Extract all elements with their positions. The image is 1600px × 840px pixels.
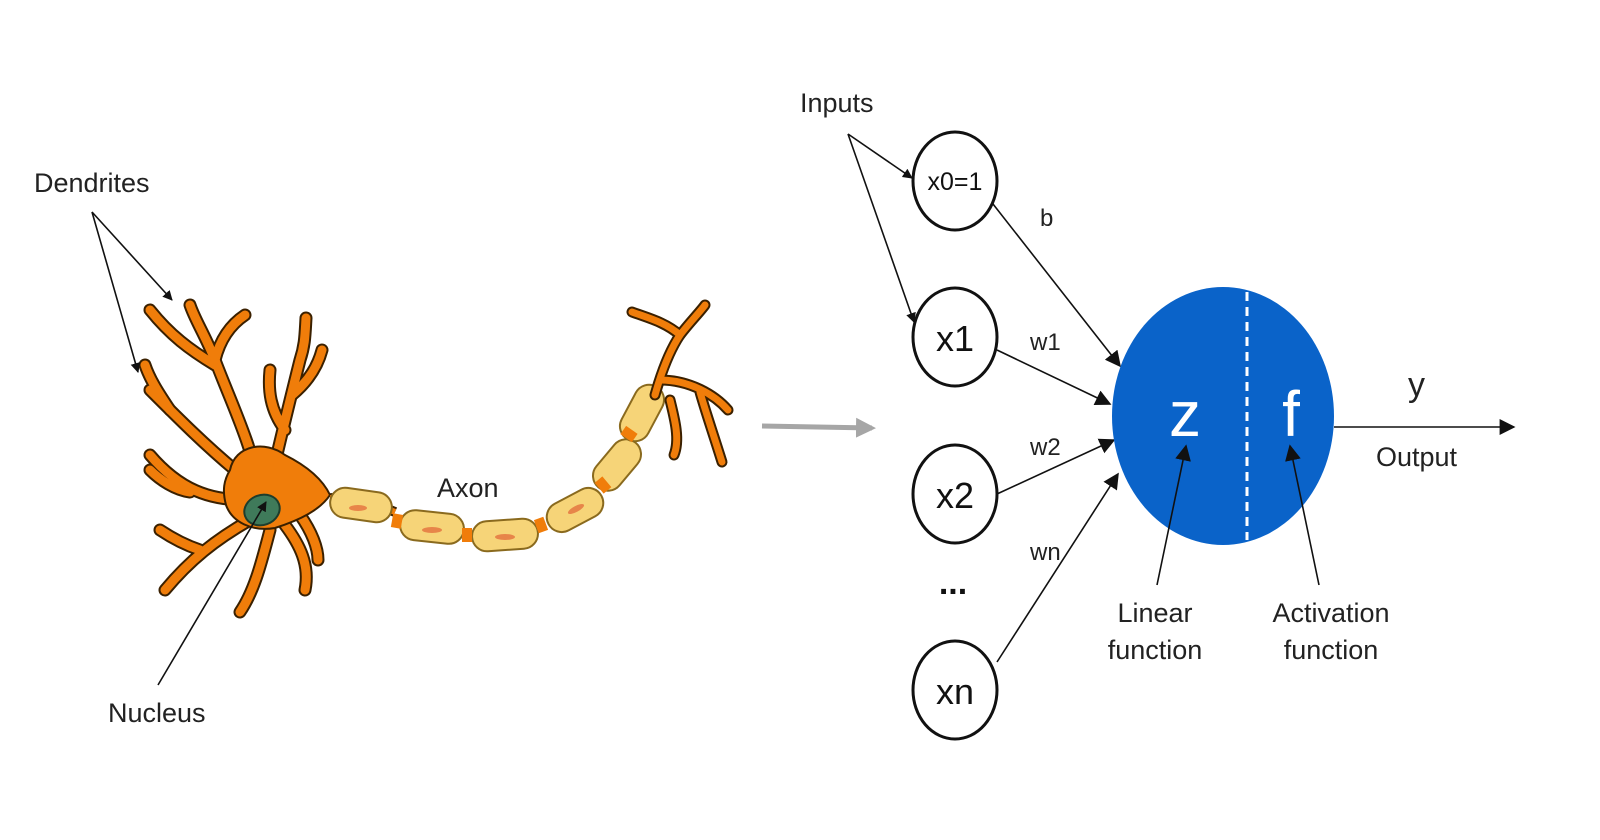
linear-function-label-line2: function bbox=[1108, 635, 1203, 665]
input-node-x0-label: x0=1 bbox=[928, 168, 983, 196]
inputs-arrow-x1 bbox=[847, 133, 916, 323]
axon-illustration bbox=[329, 383, 666, 553]
nucleus-label: Nucleus bbox=[108, 698, 206, 728]
weight-wn-label: wn bbox=[1029, 539, 1061, 566]
dendrites-arrow-2 bbox=[91, 211, 141, 373]
activation-function-label-line2: function bbox=[1284, 635, 1379, 665]
nucleus-arrow bbox=[157, 501, 267, 686]
input-ellipsis: ... bbox=[939, 564, 967, 602]
weight-b-label: b bbox=[1040, 205, 1053, 232]
linear-function-arrow bbox=[1156, 444, 1191, 586]
weight-w2-label: w2 bbox=[1029, 434, 1061, 461]
connection-b bbox=[992, 203, 1121, 368]
biological-neuron: Dendrites Nucleus Axon bbox=[34, 168, 734, 728]
activation-function-arrow bbox=[1285, 444, 1320, 586]
axon-label: Axon bbox=[437, 473, 499, 503]
input-node-xn-label: xn bbox=[936, 671, 974, 712]
activation-symbol: f bbox=[1282, 378, 1300, 450]
linear-symbol: z bbox=[1169, 378, 1201, 450]
connection-w2 bbox=[996, 438, 1116, 495]
input-node-xn bbox=[911, 639, 999, 741]
input-node-x0 bbox=[911, 130, 999, 232]
axon-terminals bbox=[626, 299, 734, 468]
neuron-body bbox=[1112, 287, 1334, 545]
artificial-neuron: x0=1 x1 x2 xn ... Inputs b w1 w2 wn z f … bbox=[800, 88, 1516, 741]
transition-arrow bbox=[761, 417, 876, 438]
output-label: Output bbox=[1376, 442, 1458, 472]
input-node-x1-label: x1 bbox=[936, 318, 974, 359]
connection-w1 bbox=[996, 349, 1112, 406]
weight-w1-label: w1 bbox=[1029, 329, 1061, 356]
dendrites-illustration bbox=[138, 298, 329, 619]
input-node-x2-label: x2 bbox=[936, 475, 974, 516]
linear-function-label-line1: Linear bbox=[1117, 598, 1192, 628]
output-y-label: y bbox=[1408, 366, 1425, 404]
dendrites-label: Dendrites bbox=[34, 168, 150, 198]
dendrites-arrow-1 bbox=[91, 211, 173, 301]
input-node-x1 bbox=[911, 286, 999, 388]
inputs-arrow-x0 bbox=[847, 133, 913, 179]
activation-function-label-line1: Activation bbox=[1272, 598, 1389, 628]
connection-wn bbox=[996, 472, 1119, 663]
inputs-label: Inputs bbox=[800, 88, 874, 118]
